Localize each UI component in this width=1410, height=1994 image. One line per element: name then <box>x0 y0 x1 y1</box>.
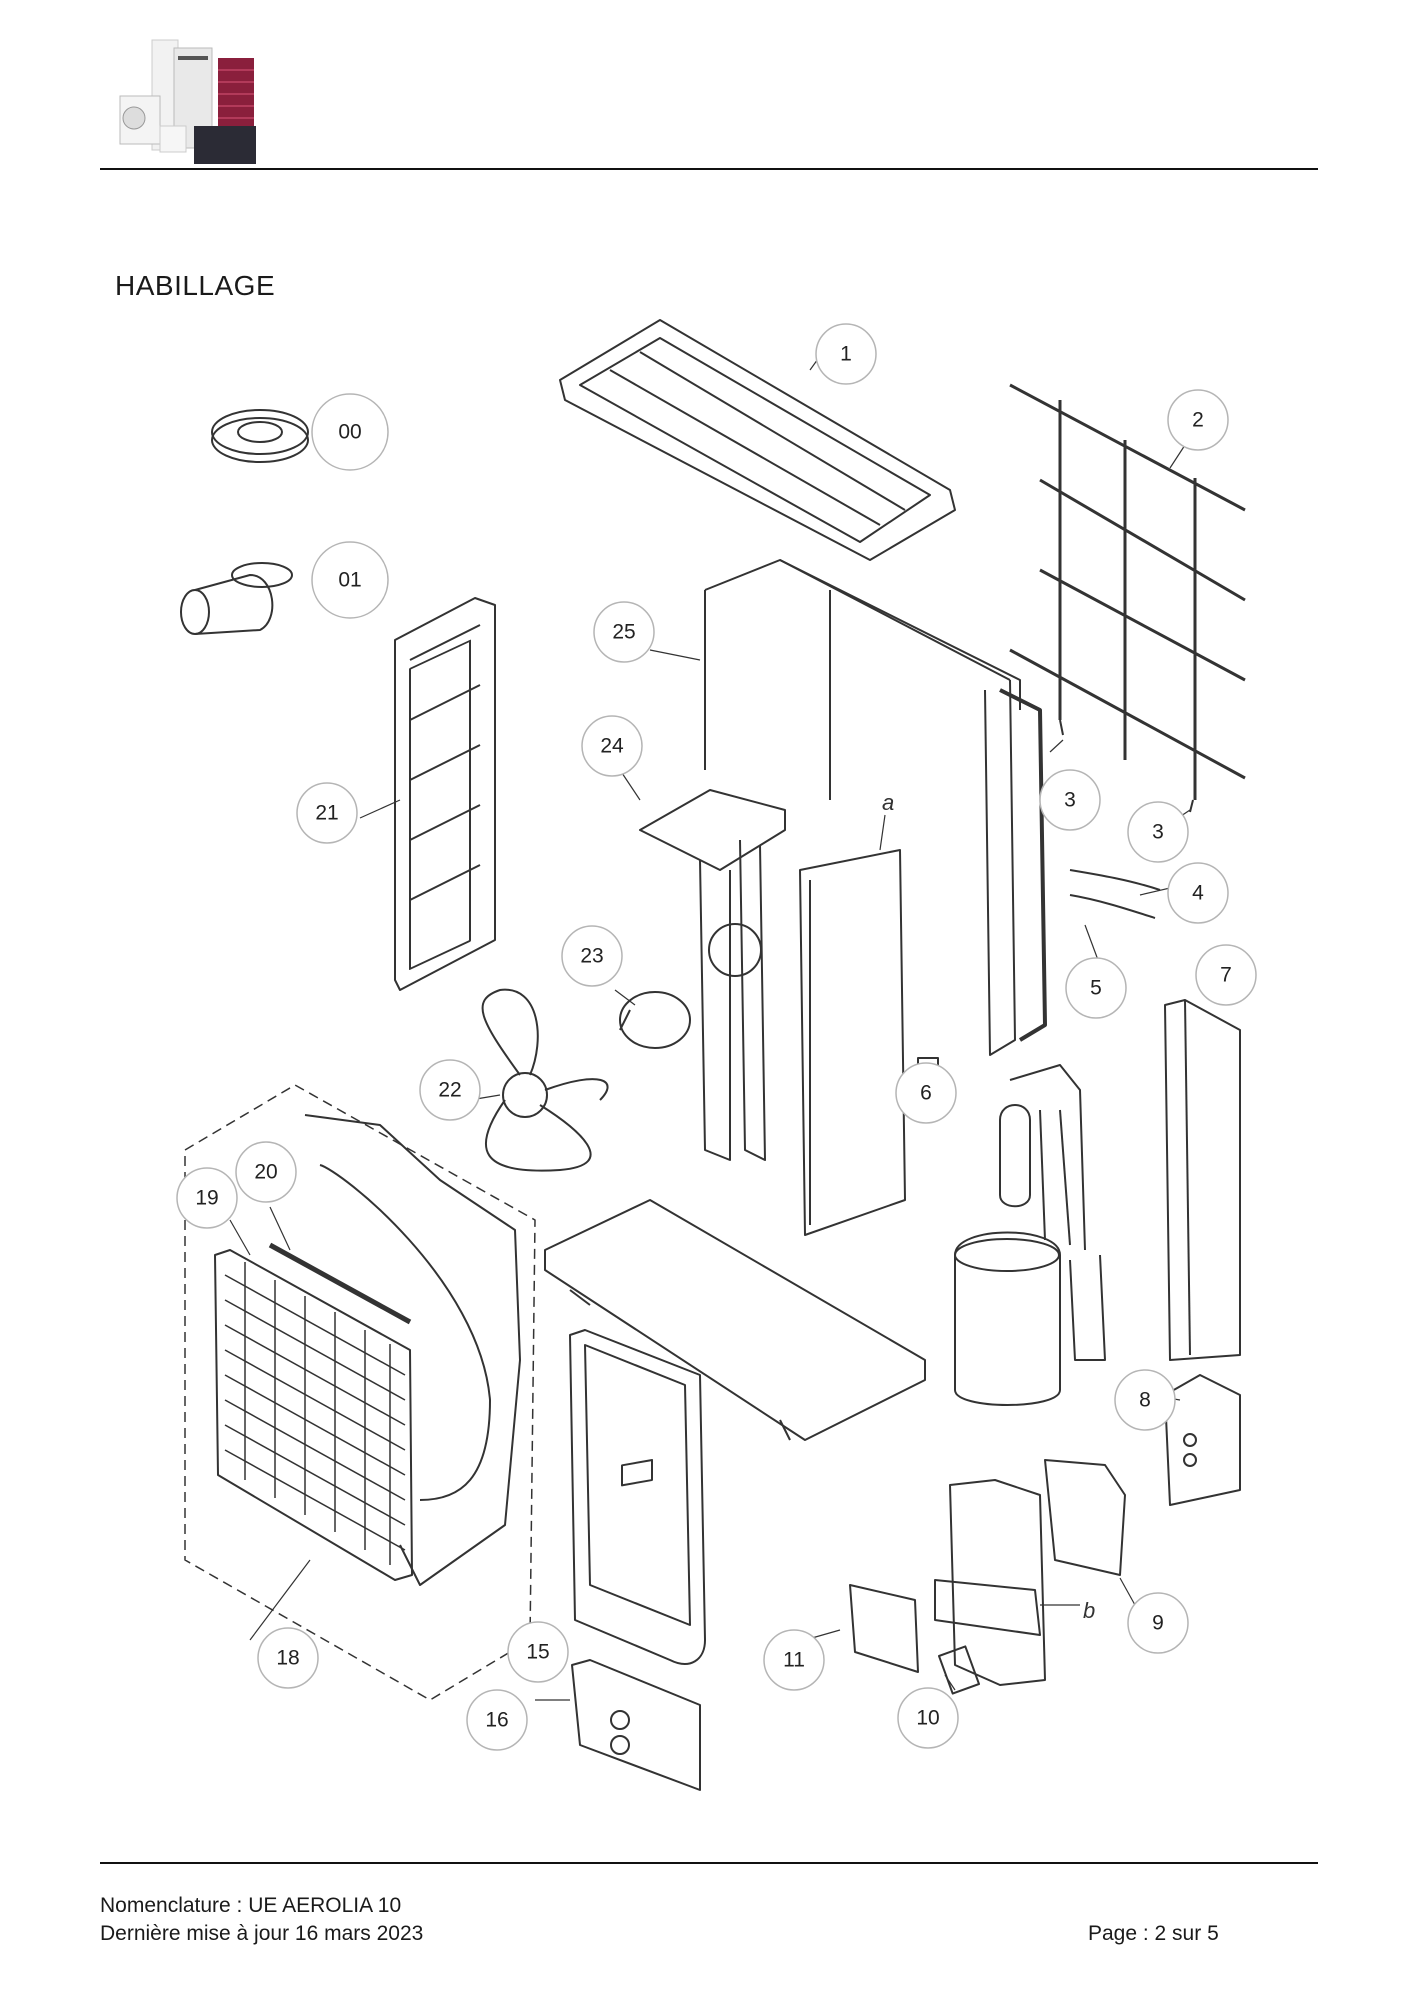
callout-3b: 3 <box>1152 821 1164 844</box>
header-rule <box>100 168 1318 170</box>
part-right-panel <box>1164 999 1241 1361</box>
callout-01: 01 <box>338 569 361 592</box>
callout-8: 8 <box>1139 1389 1151 1412</box>
callout-15: 15 <box>526 1641 549 1664</box>
part-front-grille <box>214 1249 413 1581</box>
part-fan-motor <box>619 991 691 1049</box>
footer-last-update: Dernière mise à jour 16 mars 2023 <box>100 1922 424 1945</box>
callout-22: 22 <box>438 1079 461 1102</box>
callout-16: 16 <box>485 1709 508 1732</box>
callout-6: 6 <box>920 1082 932 1105</box>
part-pcb <box>849 1584 919 1673</box>
callout-7: 7 <box>1220 964 1232 987</box>
callout-00: 00 <box>338 421 361 444</box>
part-front-casing <box>304 1114 521 1586</box>
part-terminal-block <box>938 1645 980 1695</box>
letter-a: a <box>882 790 894 815</box>
footer-rule <box>100 1862 1318 1864</box>
callout-5: 5 <box>1090 977 1102 1000</box>
part-base-plate <box>544 1199 926 1441</box>
part-propeller <box>481 988 609 1172</box>
callout-11: 11 <box>783 1649 805 1672</box>
callout-3a: 3 <box>1064 789 1076 812</box>
product-range-logo <box>119 39 256 164</box>
callout-4: 4 <box>1192 882 1204 905</box>
letter-b: b <box>1083 1598 1095 1623</box>
callout-24: 24 <box>600 735 624 758</box>
part-side-panel <box>394 597 496 991</box>
part-partition <box>799 849 906 1236</box>
callout-1: 1 <box>840 343 852 366</box>
callout-23: 23 <box>580 945 603 968</box>
part-control-board-plate <box>934 1479 1046 1686</box>
page-number: Page : 2 sur 5 <box>1088 1922 1219 1945</box>
part-compressor-assembly <box>954 1064 1106 1406</box>
footer-nomenclature: Nomenclature : UE AEROLIA 10 <box>100 1894 402 1917</box>
callout-21: 21 <box>315 802 338 825</box>
callout-18: 18 <box>276 1647 299 1670</box>
part-top-panel <box>559 319 956 561</box>
part-valve-bracket <box>1164 1374 1241 1506</box>
callout-19: 19 <box>195 1187 218 1210</box>
callout-20: 20 <box>254 1161 277 1184</box>
part-wire-guard <box>1009 383 1246 800</box>
part-screws-and-sensors <box>1059 719 1194 919</box>
part-heat-exchanger <box>704 559 1047 1056</box>
callout-2: 2 <box>1192 409 1204 432</box>
part-electronic-box <box>1044 1459 1126 1576</box>
part-front-panel <box>569 1329 706 1665</box>
part-drain-elbow <box>180 562 293 635</box>
callout-10: 10 <box>916 1707 939 1730</box>
part-grille-strip <box>268 1242 412 1325</box>
part-lower-panel <box>571 1659 701 1791</box>
part-ring <box>211 409 309 463</box>
part-top-bracket <box>639 789 786 1161</box>
callout-9: 9 <box>1152 1612 1164 1635</box>
callout-25: 25 <box>612 621 635 644</box>
section-title: HABILLAGE <box>115 270 276 301</box>
